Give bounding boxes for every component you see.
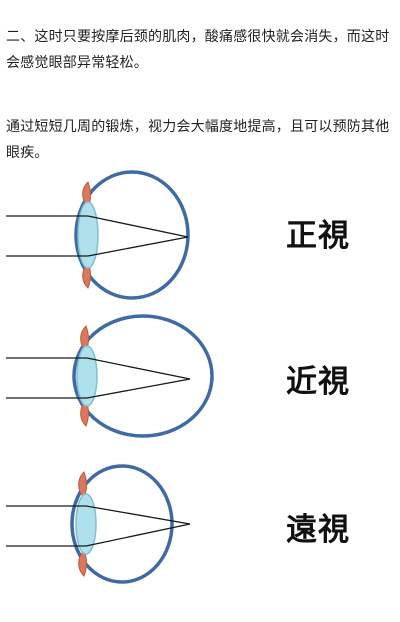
eye-diagram-normal: 正視 — [0, 168, 400, 308]
paragraph-1: 二、这时只要按摩后颈的肌肉，酸痛感很快就会消失，而这时会感觉眼部异常轻松。 — [6, 29, 390, 71]
eyeball-outline — [74, 170, 190, 300]
eye-myopia-illustration — [6, 314, 214, 438]
lens — [76, 345, 98, 407]
eye-diagram-hyperopia: 遠視 — [0, 456, 400, 596]
eye-hyperopia-illustration — [6, 464, 191, 584]
label-hyperopia: 遠視 — [286, 512, 350, 548]
eye-normal-illustration — [6, 170, 190, 300]
lens — [75, 493, 97, 555]
iris-lower — [78, 548, 87, 577]
lens — [77, 201, 99, 269]
paragraph-2: 通过短短几周的锻炼，视力会大幅度地提高，且可以预防其他眼疾。 — [6, 119, 390, 161]
eye-diagram-myopia: 近視 — [0, 310, 400, 450]
label-normal-vision: 正視 — [286, 218, 350, 254]
label-myopia: 近視 — [286, 364, 350, 400]
eyeball-outline — [70, 464, 174, 584]
iris-upper — [78, 471, 87, 500]
eyeball-outline — [72, 314, 214, 438]
